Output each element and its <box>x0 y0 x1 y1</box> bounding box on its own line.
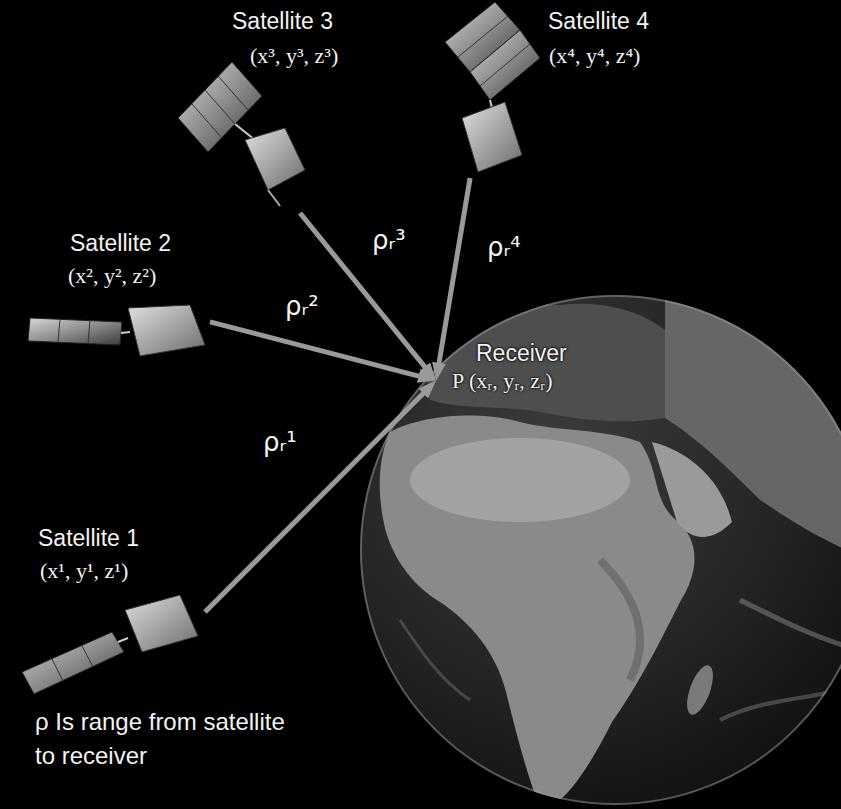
node-title: Satellite 2 <box>70 230 171 256</box>
receiver-node: ReceiverP (xᵣ, yᵣ, zᵣ) <box>436 338 571 398</box>
coordinates: (x¹, y¹, z¹) <box>40 558 128 583</box>
coordinates: (x³, y³, z³) <box>250 43 338 68</box>
coordinates: (x⁴, y⁴, z⁴) <box>549 43 640 68</box>
africa <box>380 415 695 808</box>
satellite-node: Satellite 3 (x³, y³, z³) <box>180 6 350 213</box>
range-label: ρᵣ¹ <box>263 428 297 458</box>
satellite-node: Satellite 4 (x⁴, y⁴, z⁴) <box>455 6 670 178</box>
node-title: Receiver <box>476 340 567 366</box>
satellite-1-icon <box>22 595 198 694</box>
range-arrow <box>300 213 430 373</box>
node-title: Satellite 1 <box>38 525 139 551</box>
node-title: Satellite 3 <box>232 8 333 34</box>
coordinates: (x², y², z²) <box>68 263 156 288</box>
earth-globe <box>360 295 841 808</box>
satellite-node: Satellite 1 (x¹, y¹, z¹) <box>20 523 205 700</box>
europe <box>420 304 665 422</box>
satellite-4-icon <box>445 2 540 172</box>
range-arrow <box>438 178 470 371</box>
range-label: ρᵣ⁴ <box>487 233 521 263</box>
satellite-2-icon <box>28 305 205 356</box>
range-label: ρᵣ² <box>285 292 319 322</box>
node-title: Satellite 4 <box>548 8 649 34</box>
satellite-node: Satellite 2 (x², y², z²) <box>30 228 210 368</box>
range-arrow <box>205 388 429 612</box>
note-text: ρ Is range from satellite to receiver <box>35 705 290 773</box>
range-label: ρᵣ³ <box>372 226 406 256</box>
arabia <box>652 442 732 537</box>
satellite-3-icon <box>178 62 305 206</box>
coordinates: P (xᵣ, yᵣ, zᵣ) <box>452 368 552 393</box>
